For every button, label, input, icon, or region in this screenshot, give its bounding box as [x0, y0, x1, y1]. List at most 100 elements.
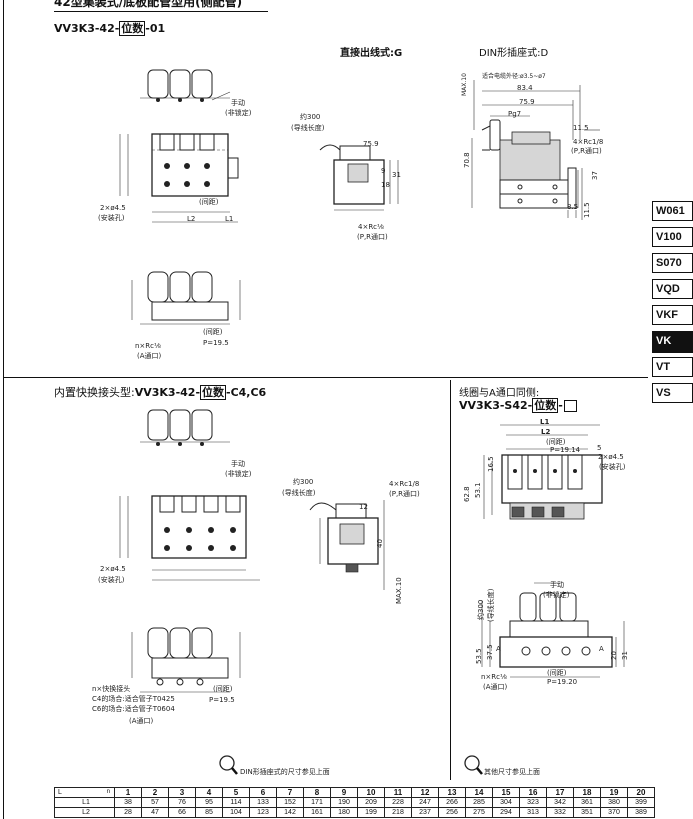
table-row-label: L2 — [54, 807, 115, 818]
side-mount-note: (安装孔) — [599, 463, 626, 471]
table-n-cell: 13 — [438, 787, 466, 798]
table-cell: 399 — [627, 797, 655, 808]
table-head-n: n — [106, 789, 110, 795]
part-box: 位数 — [119, 21, 146, 36]
side-d31: 31 — [621, 651, 629, 660]
table-row-label: L1 — [54, 797, 115, 808]
table-cell: 171 — [303, 797, 331, 808]
side-box: 位数 — [532, 398, 559, 413]
din-d3: 8.5 — [567, 203, 579, 211]
tab-vk[interactable]: VK — [652, 331, 693, 353]
side-aport: n×Rc¹⁄₈ — [481, 673, 507, 681]
quick-suffix: -C4,C6 — [226, 386, 267, 399]
table-n-cell: 18 — [573, 787, 601, 798]
table-row-n: L n 1 2 3 4 5 6 7 8 9 10 11 12 13 14 15 … — [54, 787, 655, 798]
table-cell: 389 — [627, 807, 655, 818]
table-cell: 28 — [114, 807, 142, 818]
din-w1: 83.4 — [517, 84, 533, 92]
table-cell: 38 — [114, 797, 142, 808]
side-part-number: VV3K3-S42-位数- — [459, 397, 577, 413]
side-lead-note: (导线长度) — [487, 588, 495, 622]
table-cell: 133 — [249, 797, 277, 808]
table-n-cell: 6 — [249, 787, 277, 798]
table-cell: 266 — [438, 797, 466, 808]
side-manual-note: (非锁定) — [543, 591, 570, 599]
table-cell: 190 — [330, 797, 358, 808]
tab-vqd[interactable]: VQD — [652, 279, 693, 299]
tab-w061[interactable]: W061 — [652, 201, 693, 221]
din-max: MAX.10 — [461, 73, 468, 96]
side-d375: 37.5 — [486, 644, 494, 660]
table-cell: 47 — [141, 807, 169, 818]
quick-lead: 约300 — [293, 478, 314, 486]
table-cell: 85 — [195, 807, 223, 818]
connector-g-label: 直接出线式:G — [340, 48, 403, 59]
top-aport: n×Rc¹⁄₈ — [135, 342, 161, 350]
table-n-cell: 17 — [546, 787, 574, 798]
table-n-cell: 4 — [195, 787, 223, 798]
table-cell: 57 — [141, 797, 169, 808]
left-margin-rule — [3, 0, 4, 819]
table-cell: 285 — [465, 797, 493, 808]
side-d75: 75.9 — [363, 140, 379, 148]
part-suffix: -01 — [145, 22, 166, 35]
side-aport-note: (A通口) — [483, 683, 508, 691]
top-lead: 约300 — [300, 113, 321, 121]
din-port-note: (P,R通口) — [571, 147, 602, 155]
top-mount: 2×ø4.5 — [100, 204, 126, 212]
tab-vs[interactable]: VS — [652, 383, 693, 403]
table-cell: 247 — [411, 797, 439, 808]
tab-s070[interactable]: S070 — [652, 253, 693, 273]
quick-box: 位数 — [200, 385, 227, 400]
table-n-cell: 2 — [141, 787, 169, 798]
table-row-l2: L2 28 47 66 85 104 123 142 161 180 199 2… — [54, 807, 655, 818]
quick-part: VV3K3-42- — [134, 386, 201, 399]
table-n-cell: 3 — [168, 787, 196, 798]
table-cell: 237 — [411, 807, 439, 818]
din-d1: 11.5 — [573, 124, 589, 132]
top-mount-note: (安装孔) — [98, 214, 125, 222]
side-pitch2: (间距) — [547, 669, 567, 677]
top-l2: L2 — [187, 215, 196, 223]
side-suffix: - — [558, 399, 563, 412]
quick-mount-note: (安装孔) — [98, 576, 125, 584]
tab-vt[interactable]: VT — [652, 357, 693, 377]
tab-v100[interactable]: V100 — [652, 227, 693, 247]
quick-fitting: n×快换接头 — [92, 685, 131, 693]
quick-d12: 12 — [359, 503, 368, 511]
side-d18: 18 — [381, 181, 390, 189]
side-a-right: A — [599, 645, 604, 653]
side-d5: 5 — [597, 444, 602, 452]
side-port-note: (P,R通口) — [357, 233, 388, 241]
manifold-side-drawing — [319, 144, 399, 211]
side-title: 线圈与A通口同侧: — [459, 388, 540, 399]
section-title: 42型集装式/底板配管型用(侧配管) — [54, 0, 243, 9]
magnifier-icon — [219, 755, 238, 775]
quick-port: 4×Rc1/8 — [389, 480, 420, 488]
top-l1: L1 — [225, 215, 234, 223]
quick-d40: 40 — [376, 539, 384, 548]
table-cell: 275 — [465, 807, 493, 818]
connector-d-label: DIN形插座式:D — [479, 48, 549, 59]
table-head-l: L — [58, 789, 62, 796]
table-cell: 199 — [357, 807, 385, 818]
table-cell: 123 — [249, 807, 277, 818]
table-cell: 313 — [519, 807, 547, 818]
table-n-cell: 15 — [492, 787, 520, 798]
table-n-cell: 16 — [519, 787, 547, 798]
table-n-cell: 7 — [276, 787, 304, 798]
quick-mount: 2×ø4.5 — [100, 565, 126, 573]
quick-prefix: 内置快换接头型: — [54, 386, 135, 399]
quick-c6: C6的场合:适合管子T0604 — [92, 705, 175, 713]
side-mount: 2×ø4.5 — [598, 453, 624, 461]
table-cell: 256 — [438, 807, 466, 818]
din-connector-drawing — [471, 80, 600, 220]
side-drawing — [481, 424, 625, 678]
table-cell: 380 — [600, 797, 628, 808]
tab-vkf[interactable]: VKF — [652, 305, 693, 325]
side-pitch-val: P=19.14 — [550, 446, 581, 454]
side-pitch2-val: P=19.20 — [547, 678, 578, 686]
table-n-cell: 1 — [114, 787, 142, 798]
table-cell: 66 — [168, 807, 196, 818]
table-cell: 104 — [222, 807, 250, 818]
